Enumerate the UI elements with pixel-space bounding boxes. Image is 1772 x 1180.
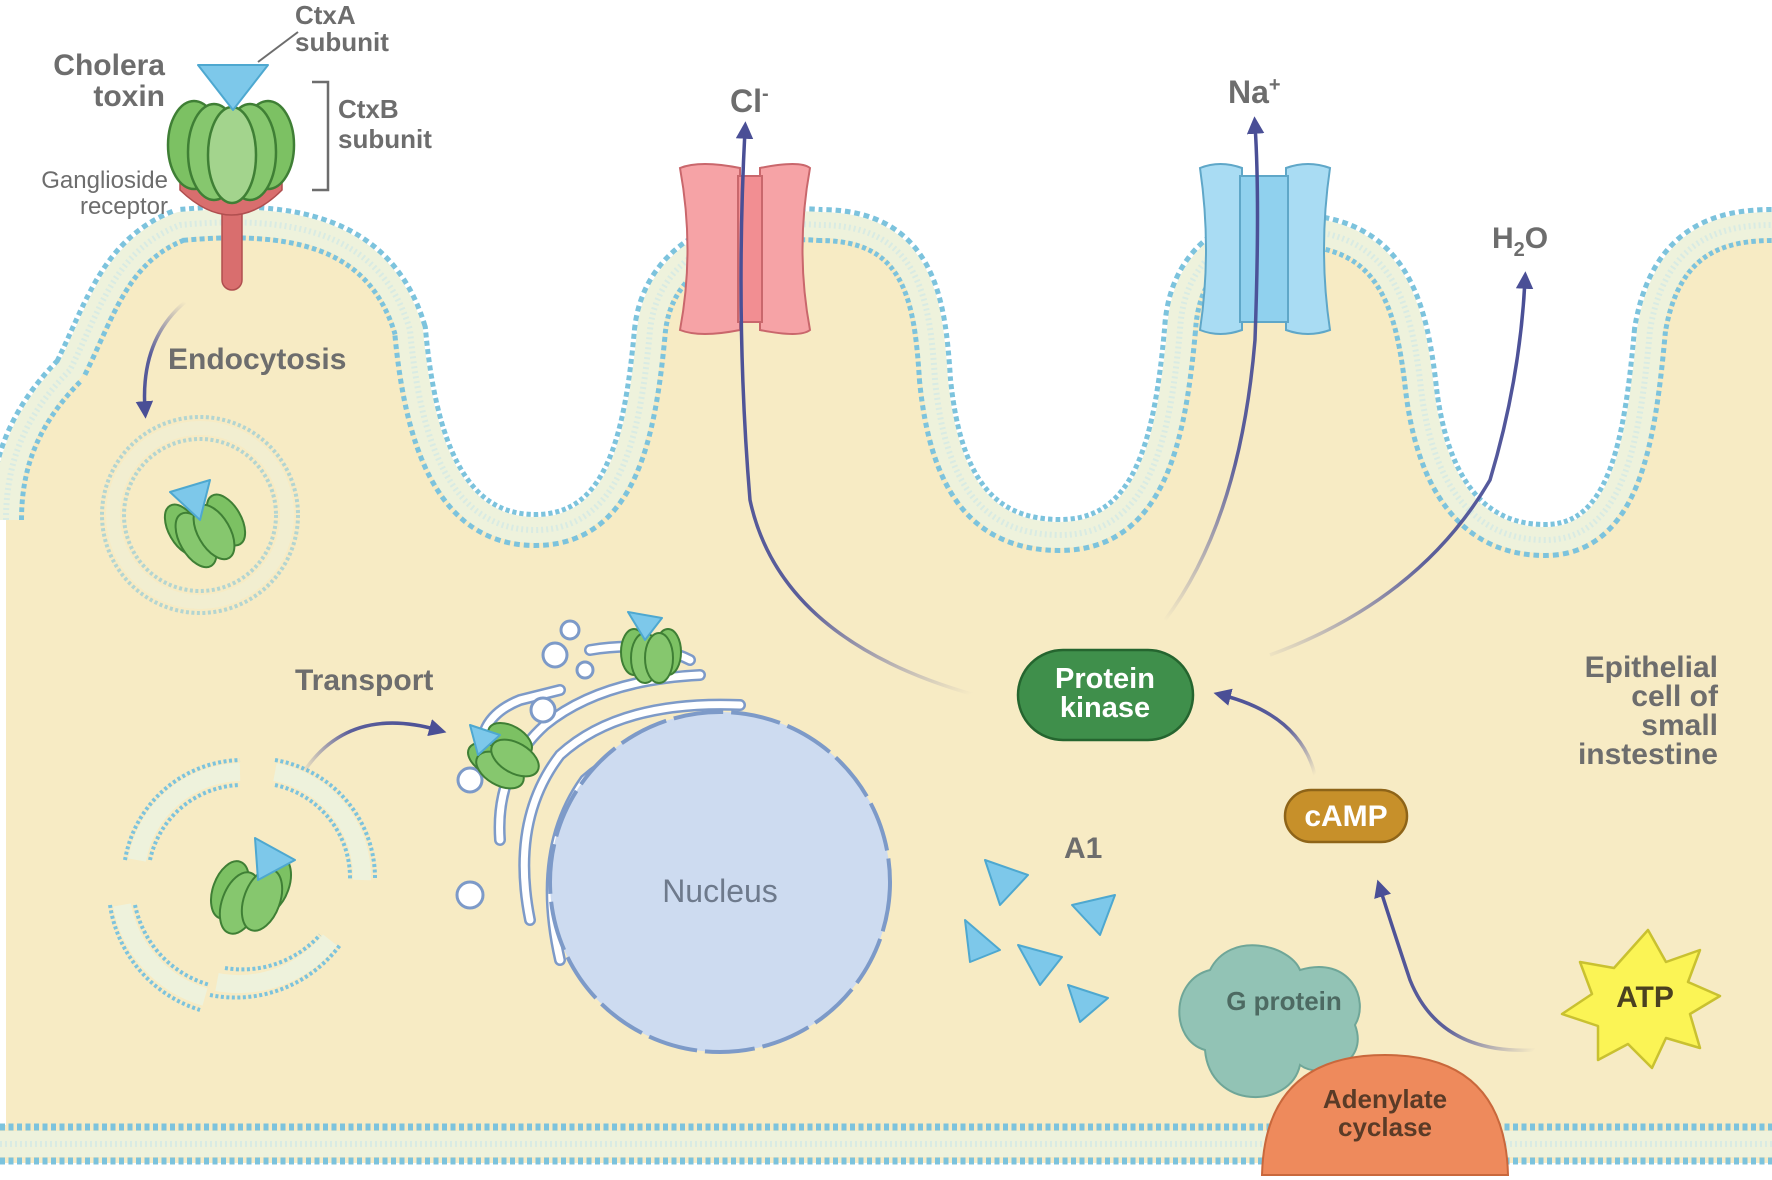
ctxb-label-line1: CtxB: [338, 94, 399, 124]
a1-fragments: [964, 859, 1116, 1023]
g-protein-label: G protein: [1226, 986, 1342, 1016]
nucleus-label: Nucleus: [662, 873, 778, 909]
transport-label: Transport: [295, 664, 433, 697]
ctxb-bracket: [312, 80, 330, 192]
ganglioside-label-line2: receptor: [80, 193, 168, 220]
na-ion-charge: +: [1269, 74, 1281, 96]
atp-to-camp-arrow: [1374, 879, 1536, 1053]
camp-to-kinase-arrow: [1213, 688, 1317, 776]
h2o-efflux-arrow: [1269, 271, 1534, 657]
na-efflux-arrow: [1163, 116, 1265, 622]
cholera-toxin-surface: [166, 31, 299, 205]
cl-ion-label: Cl-: [730, 83, 769, 119]
cl-ion-charge: -: [762, 83, 769, 105]
ctxa-label-line2: subunit: [295, 27, 389, 57]
na-ion-label: Na+: [1228, 74, 1281, 110]
g-protein: [1178, 944, 1361, 1098]
na-ion-base: Na: [1228, 74, 1269, 110]
h2o-sub: 2: [1514, 239, 1525, 261]
adenylate-cyclase: [1260, 1053, 1510, 1176]
camp-label: cAMP: [1304, 800, 1387, 833]
cholera-toxin-label-line1: Cholera: [53, 49, 165, 82]
cell-label-line4: instestine: [1578, 738, 1718, 771]
cytoplasm: [6, 222, 1772, 1136]
cl-efflux-arrow: [735, 121, 976, 697]
ctxa-label-line1: CtxA: [295, 0, 356, 30]
cell-label-line1: Epithelial: [1585, 651, 1718, 684]
cholera-toxin-label-line2: toxin: [93, 80, 165, 113]
adenylate-cyclase-label-line1: Adenylate: [1323, 1084, 1447, 1114]
adenylate-cyclase-label-line2: cyclase: [1338, 1112, 1432, 1142]
cl-ion-base: Cl: [730, 83, 762, 119]
endocytosis-label: Endocytosis: [168, 343, 346, 376]
a1-label: A1: [1064, 832, 1102, 865]
camp-pill: [1283, 788, 1409, 844]
protein-kinase-label-line2: kinase: [1060, 692, 1150, 724]
ganglioside-label-line1: Ganglioside: [41, 167, 168, 194]
cell-label-line3: small: [1641, 709, 1718, 742]
toxin-at-er: [467, 721, 540, 790]
cell-label-line2: cell of: [1631, 680, 1719, 713]
toxin-at-golgi-top: [620, 611, 682, 684]
atp-label: ATP: [1616, 981, 1674, 1014]
transport-arrow: [303, 719, 447, 771]
h2o-tail: O: [1525, 222, 1548, 255]
ctxb-label-line2: subunit: [338, 124, 432, 154]
endocytosis-arrow: [135, 300, 187, 419]
nucleus: [548, 710, 892, 1054]
arrows: [135, 116, 1536, 1053]
protein-kinase-pill: [1016, 648, 1195, 742]
protein-kinase-label-line1: Protein: [1055, 663, 1155, 695]
endocytic-vesicle: [100, 415, 300, 615]
h2o-base: H: [1492, 222, 1514, 255]
chloride-channel: [678, 163, 812, 335]
apical-membrane: [0, 204, 1772, 559]
disrupted-vesicle: [108, 758, 378, 1012]
atp-burst: [1560, 928, 1722, 1070]
sodium-channel: [1198, 163, 1332, 335]
h2o-label: H2O: [1492, 222, 1548, 261]
